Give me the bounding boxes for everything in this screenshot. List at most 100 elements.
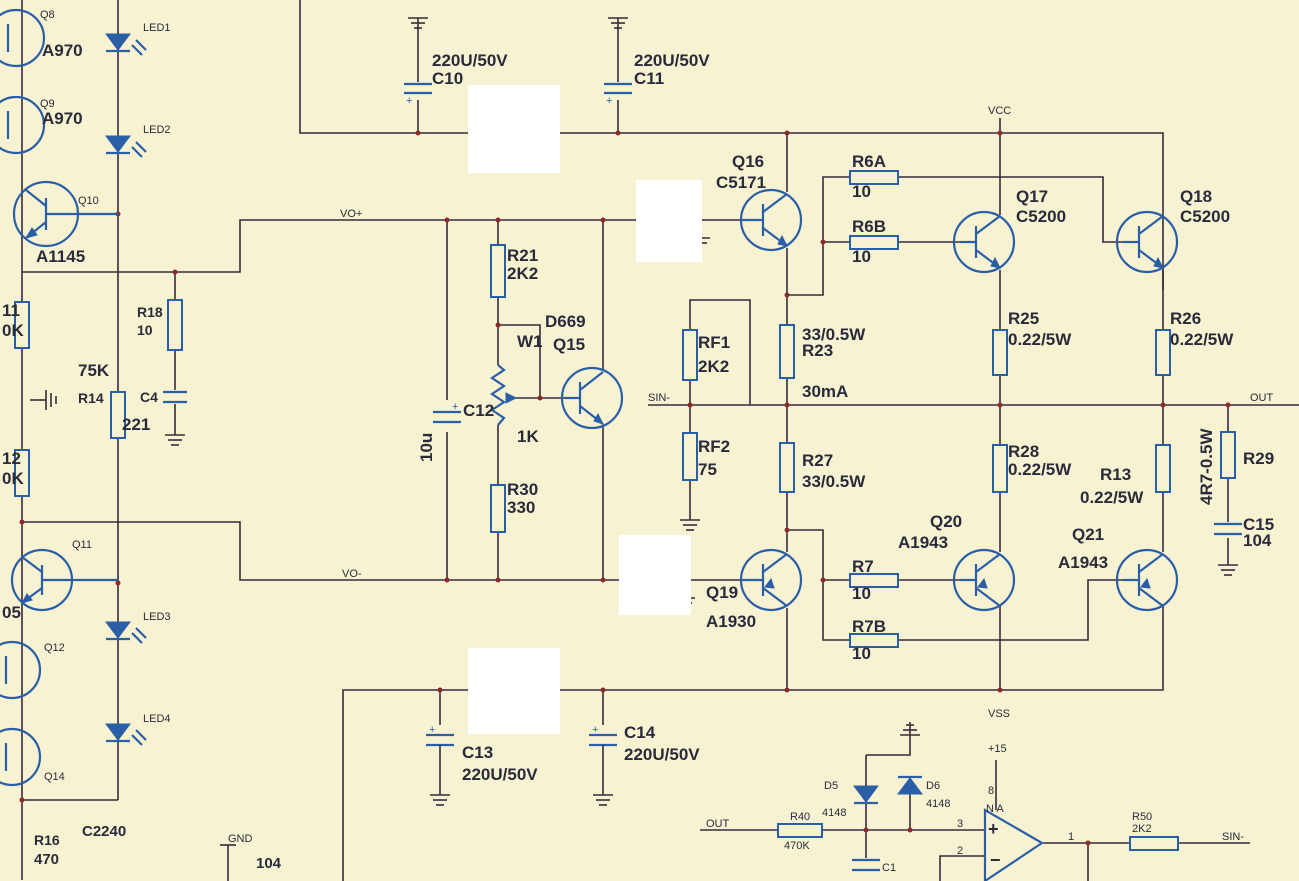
resistor-r11 [14, 301, 30, 349]
d6-value: 4148 [926, 798, 950, 810]
q11-ref: Q11 [72, 539, 92, 551]
resistor-r13 [1155, 444, 1171, 493]
led4-icon [105, 723, 147, 746]
c13-value: 220U/50V [462, 765, 538, 784]
r28-ref: R28 [1008, 442, 1039, 461]
diode-d5-icon [853, 785, 879, 805]
svg-text:+: + [988, 819, 999, 839]
resistor-r30 [490, 484, 506, 533]
r12-ref: 12 [2, 449, 21, 468]
ground-icon [30, 390, 57, 410]
resistor-r27 [779, 442, 795, 493]
q9-part: A970 [42, 109, 83, 128]
transistor-q18 [1115, 210, 1179, 274]
r7b-ref: R7B [852, 617, 886, 636]
transistor-q10 [12, 180, 118, 248]
r26-ref: R26 [1170, 309, 1201, 328]
transistor-q8 [0, 8, 46, 68]
capacitors: + + + + + [163, 40, 1242, 872]
resistor-r50 [1129, 836, 1179, 851]
r26-value: 0.22/5W [1170, 330, 1234, 349]
c10-ref: C10 [432, 69, 463, 88]
potentiometer-w1 [490, 364, 506, 426]
d5-value: 4148 [822, 807, 846, 819]
capacitor-c1 [852, 858, 880, 872]
c104-label: 104 [256, 855, 282, 872]
led2-icon [105, 135, 147, 158]
capacitor-c13: + [426, 724, 454, 795]
transistor-q11 [10, 548, 118, 612]
resistor-r7 [849, 573, 899, 588]
q18-part: C5200 [1180, 207, 1230, 226]
vo-plus-label: VO+ [340, 208, 362, 220]
r29-ref: R29 [1243, 449, 1274, 468]
q17-part: C5200 [1016, 207, 1066, 226]
r27-value: 33/0.5W [802, 472, 866, 491]
r23-ref: R23 [802, 341, 833, 360]
c1-ref: C1 [882, 862, 896, 874]
capacitor-c10: + [404, 40, 432, 107]
r21-ref: R21 [507, 246, 538, 265]
opamp-pin8: 8 [988, 785, 994, 797]
transistor-q16 [739, 188, 803, 252]
r14-value: 221 [122, 415, 150, 434]
resistor-r28 [992, 444, 1008, 493]
led3-label: LED3 [143, 611, 171, 623]
opamp-pin2: 2 [957, 845, 963, 857]
rf2-ref: RF2 [698, 437, 730, 456]
transistor-q21 [1115, 548, 1179, 612]
r28-value: 0.22/5W [1008, 460, 1072, 479]
r12-value: 0K [2, 469, 24, 488]
r30-value: 330 [507, 498, 535, 517]
r13-ref: R13 [1100, 465, 1131, 484]
resistor-r25 [992, 329, 1008, 376]
opamp-pin3: 3 [957, 818, 963, 830]
r16-value: 470 [34, 851, 59, 868]
led3-icon [105, 621, 147, 644]
labels: Q8 A970 Q9 A970 Q10 A1145 Q11 05 Q12 Q14… [2, 9, 1274, 874]
resistor-r7b [849, 633, 899, 648]
c11-ref: C11 [634, 69, 664, 88]
q15-ref: Q15 [553, 335, 585, 354]
gnd-label: GND [228, 833, 253, 845]
d5-ref: D5 [824, 780, 838, 792]
transistor-q14 [0, 727, 42, 787]
r11-ref: 11 [2, 301, 20, 320]
q20-part: A1943 [898, 533, 948, 552]
r23-value: 33/0.5W [802, 325, 866, 344]
opamp-input-label: OUT [706, 818, 730, 830]
resistor-r29 [1220, 431, 1236, 479]
r7b-value: 10 [852, 644, 871, 663]
leds-diodes [105, 33, 923, 805]
resistor-r6a [849, 170, 899, 185]
resistor-rf1 [682, 329, 698, 381]
opamp-icon: + − [983, 808, 1045, 881]
c12-value: 10u [417, 433, 436, 462]
d6-ref: D6 [926, 780, 940, 792]
w1-value: 1K [517, 427, 539, 446]
rf1-ref: RF1 [698, 333, 730, 352]
ground-icon [165, 434, 185, 446]
ground-icon [430, 794, 450, 806]
r40-value: 470K [784, 840, 810, 852]
resistor-r18 [167, 299, 183, 351]
ground-icon [608, 17, 628, 40]
c15-ref: C15 [1243, 515, 1274, 534]
w1-ref: W1 [517, 332, 543, 351]
q15-part: D669 [545, 312, 586, 331]
r50-ref: R50 [1132, 811, 1152, 823]
c14-ref: C14 [624, 723, 656, 742]
redaction-patches [468, 85, 702, 734]
c2240-label: C2240 [82, 823, 126, 840]
ground-symbols [30, 17, 1238, 846]
r18-ref: R18 [137, 304, 163, 320]
capacitor-c11: + [604, 40, 632, 107]
sin-minus-label: SIN- [648, 392, 670, 404]
q12-ref: Q12 [44, 642, 65, 654]
q19-ref: Q19 [706, 583, 738, 602]
q10-ref: Q10 [78, 195, 99, 207]
c15-value: 104 [1243, 531, 1272, 550]
c11-value: 220U/50V [634, 51, 710, 70]
r50-value: 2K2 [1132, 823, 1152, 835]
